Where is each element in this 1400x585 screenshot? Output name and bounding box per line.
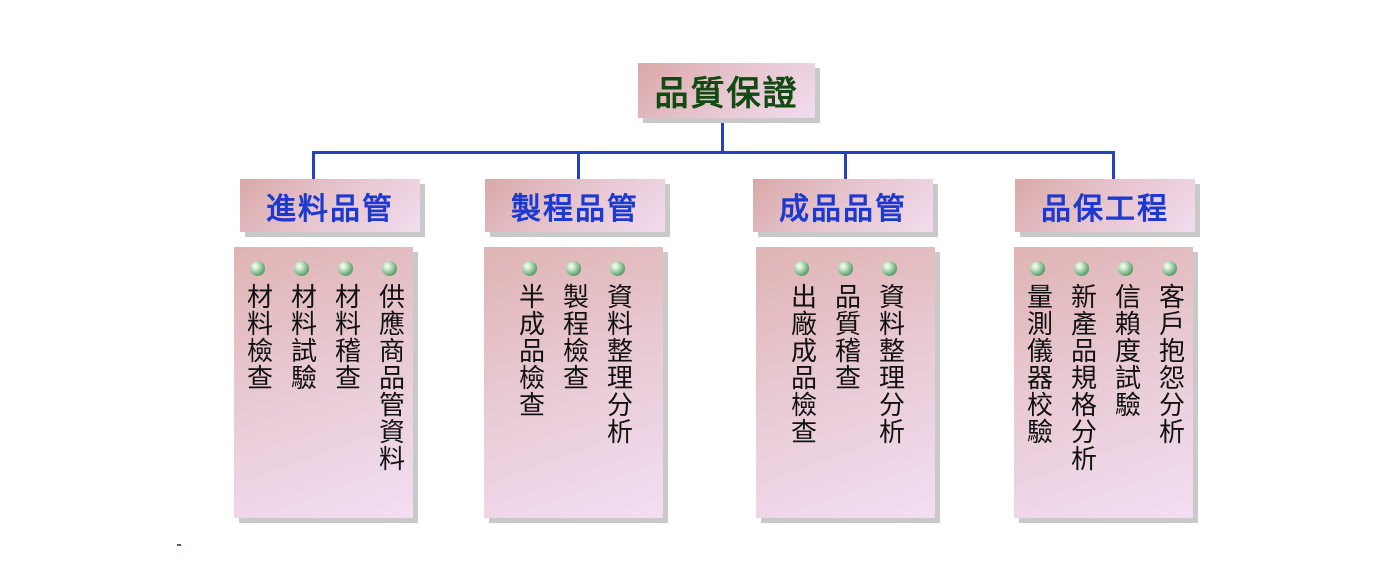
bullet-icon bbox=[566, 261, 581, 276]
dept-node-incoming-qc: 進料品管 bbox=[240, 179, 420, 232]
list-item: 客戶抱怨分析 bbox=[1155, 261, 1185, 472]
dept-items-process-qc: 半成品檢查 製程檢查 資料整理分析 bbox=[484, 247, 663, 518]
bullet-icon bbox=[338, 261, 353, 276]
root-connector bbox=[721, 118, 724, 154]
bullet-icon bbox=[882, 261, 897, 276]
list-item: 材料稽查 bbox=[331, 261, 361, 472]
bullet-icon bbox=[794, 261, 809, 276]
dept-label: 成品品管 bbox=[779, 191, 907, 227]
bullet-icon bbox=[382, 261, 397, 276]
dept-label: 品保工程 bbox=[1041, 191, 1169, 227]
dept-connector-3 bbox=[844, 151, 847, 179]
list-item: 製程檢查 bbox=[559, 261, 589, 445]
list-item: 半成品檢查 bbox=[515, 261, 545, 445]
dept-connector-1 bbox=[312, 151, 315, 179]
dept-node-process-qc: 製程品管 bbox=[485, 179, 665, 232]
list-item: 資料整理分析 bbox=[875, 261, 905, 445]
list-item: 品質稽查 bbox=[831, 261, 861, 445]
horizontal-connector bbox=[312, 151, 1115, 154]
root-label: 品質保證 bbox=[654, 74, 799, 114]
bullet-icon bbox=[838, 261, 853, 276]
dept-node-qa-engineering: 品保工程 bbox=[1015, 179, 1195, 232]
dept-label: 進料品管 bbox=[266, 191, 394, 227]
list-item: 出廠成品檢查 bbox=[787, 261, 817, 445]
bullet-icon bbox=[610, 261, 625, 276]
dept-items-qa-engineering: 量測儀器校驗 新產品規格分析 信賴度試驗 客戶抱怨分析 bbox=[1014, 247, 1193, 518]
list-item: 材料試驗 bbox=[287, 261, 317, 472]
dept-node-final-qc: 成品品管 bbox=[753, 179, 933, 232]
bullet-icon bbox=[1118, 261, 1133, 276]
dept-items-final-qc: 出廠成品檢查 品質稽查 資料整理分析 bbox=[756, 247, 935, 518]
bullet-icon bbox=[522, 261, 537, 276]
list-item: 信賴度試驗 bbox=[1111, 261, 1141, 472]
list-item: 材料檢查 bbox=[243, 261, 273, 472]
dept-connector-4 bbox=[1112, 151, 1115, 179]
root-node: 品質保證 bbox=[638, 63, 815, 118]
list-item: 資料整理分析 bbox=[603, 261, 633, 445]
dept-connector-2 bbox=[577, 151, 580, 179]
bullet-icon bbox=[1162, 261, 1177, 276]
bullet-icon bbox=[1030, 261, 1045, 276]
bullet-icon bbox=[250, 261, 265, 276]
bullet-icon bbox=[294, 261, 309, 276]
dept-items-incoming-qc: 材料檢查 材料試驗 材料稽查 供應商品管資料 bbox=[234, 247, 413, 518]
list-item: 量測儀器校驗 bbox=[1023, 261, 1053, 472]
dept-label: 製程品管 bbox=[511, 191, 639, 227]
list-item: 新產品規格分析 bbox=[1067, 261, 1097, 472]
artifact-pixel bbox=[177, 544, 181, 546]
bullet-icon bbox=[1074, 261, 1089, 276]
list-item: 供應商品管資料 bbox=[375, 261, 405, 472]
